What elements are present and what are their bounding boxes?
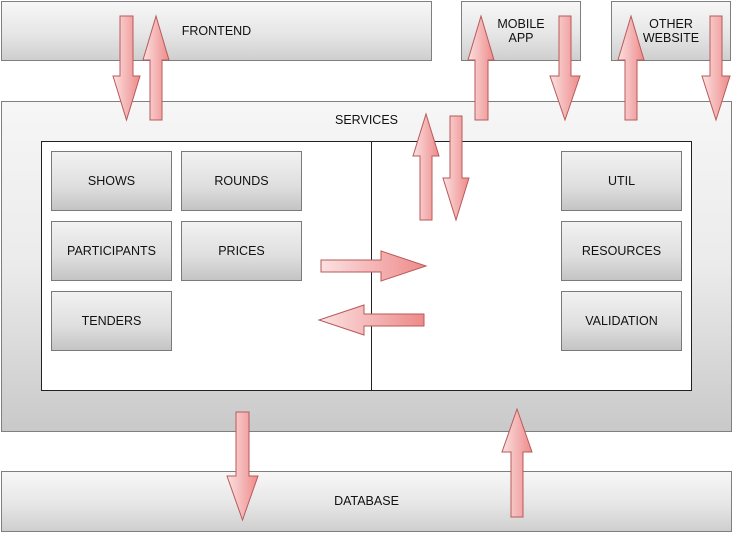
other-website-box: OTHER WEBSITE — [611, 1, 731, 61]
services-panel-divider — [371, 141, 372, 391]
other-website-label: OTHER WEBSITE — [642, 16, 700, 45]
module-validation: VALIDATION — [561, 291, 682, 351]
module-prices: PRICES — [181, 221, 302, 281]
database-box: DATABASE — [1, 471, 732, 532]
mobile-app-box: MOBILE APP — [461, 1, 581, 61]
module-tenders: TENDERS — [51, 291, 172, 351]
module-util: UTIL — [561, 151, 682, 211]
module-rounds: ROUNDS — [181, 151, 302, 211]
module-participants: PARTICIPANTS — [51, 221, 172, 281]
module-shows: SHOWS — [51, 151, 172, 211]
frontend-box: FRONTEND — [1, 1, 432, 61]
mobile-app-label: MOBILE APP — [497, 16, 545, 45]
database-label: DATABASE — [334, 494, 399, 509]
frontend-label: FRONTEND — [181, 23, 252, 38]
module-resources: RESOURCES — [561, 221, 682, 281]
services-title: SERVICES — [335, 113, 398, 127]
